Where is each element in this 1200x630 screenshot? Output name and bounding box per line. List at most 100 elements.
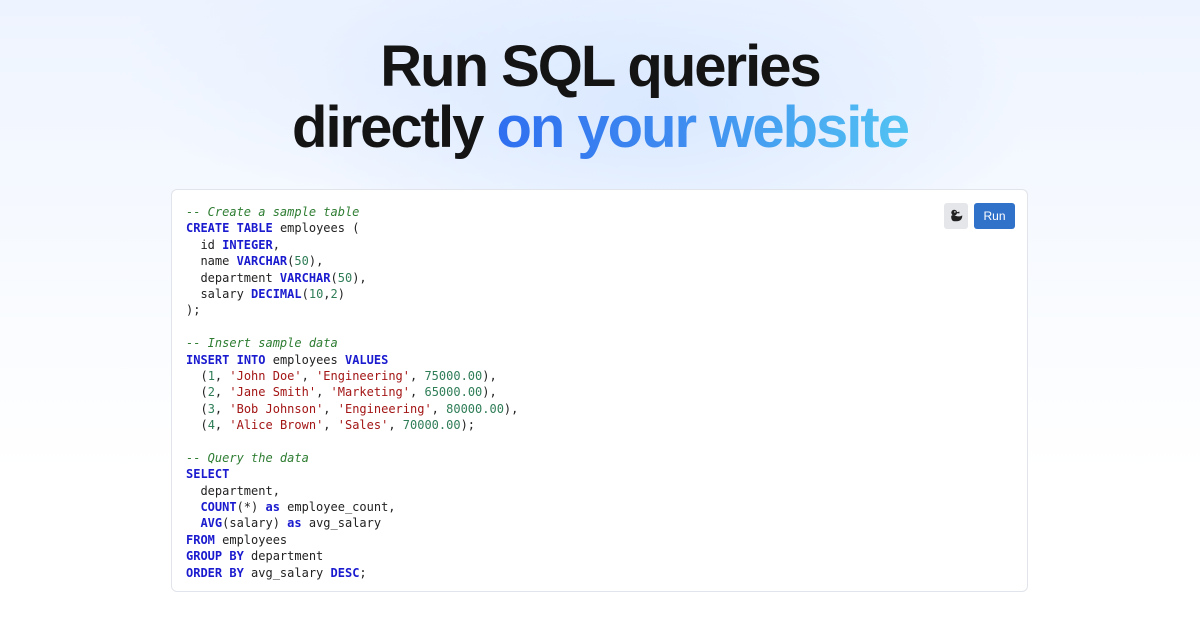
sql-number: 50 <box>294 254 309 269</box>
sql-number: 75000.00 <box>424 368 483 383</box>
sql-keyword: CREATE <box>186 221 230 236</box>
sql-number: 70000.00 <box>402 418 461 433</box>
headline-accent-text: on your website <box>496 95 910 160</box>
sql-text: ; <box>359 565 367 580</box>
sql-string: 'Bob Johnson' <box>229 401 324 416</box>
code-line: ORDER BY avg_salary DESC; <box>186 565 518 581</box>
sql-keyword: INTEGER <box>222 237 273 252</box>
sql-number: 80000.00 <box>446 401 504 416</box>
sql-string: 'John Doe' <box>229 368 302 383</box>
sql-text: employees <box>265 352 345 367</box>
code-line: CREATE TABLE employees ( <box>186 220 518 236</box>
sql-keyword: as <box>265 500 280 515</box>
sql-number: 50 <box>337 270 353 285</box>
sql-comment: -- Insert sample data <box>186 336 338 351</box>
sql-comment: -- Query the data <box>186 450 309 465</box>
sql-text: ( <box>330 270 338 285</box>
code-line: name VARCHAR(50), <box>186 253 518 269</box>
code-line: SELECT <box>186 466 518 482</box>
sql-text <box>229 353 236 367</box>
code-line: department, <box>186 483 518 499</box>
sql-text: , <box>214 401 230 416</box>
code-line: (1, 'John Doe', 'Engineering', 75000.00)… <box>186 368 518 384</box>
page-headline: Run SQL queries directly on your website <box>0 36 1200 158</box>
code-line: -- Create a sample table <box>186 204 518 220</box>
sql-number: 65000.00 <box>424 385 483 400</box>
sql-text: , <box>323 401 338 416</box>
sql-text: (salary) <box>222 516 288 531</box>
code-line: AVG(salary) as avg_salary <box>186 515 518 531</box>
sql-keyword: COUNT <box>200 500 237 515</box>
code-line: GROUP BY department <box>186 548 518 564</box>
code-line: department VARCHAR(50), <box>186 270 518 286</box>
sql-number: 4 <box>207 418 215 433</box>
code-line: (3, 'Bob Johnson', 'Engineering', 80000.… <box>186 401 518 417</box>
sql-text: , <box>388 418 403 433</box>
sql-text: ), <box>482 385 497 400</box>
code-line: COUNT(*) as employee_count, <box>186 499 518 515</box>
sql-keyword: TABLE <box>236 221 273 236</box>
sql-text: ( <box>186 418 208 433</box>
sql-text: ), <box>503 401 519 416</box>
code-line: (2, 'Jane Smith', 'Marketing', 65000.00)… <box>186 384 518 400</box>
sql-keyword: GROUP <box>186 549 223 564</box>
sql-text: , <box>214 368 230 383</box>
sql-text: (*) <box>236 500 266 515</box>
sql-string: 'Alice Brown' <box>229 418 324 433</box>
duckdb-button[interactable] <box>944 203 968 229</box>
sql-text: employee_count, <box>279 500 396 515</box>
duck-icon <box>951 209 963 222</box>
code-line <box>186 319 518 335</box>
sql-text <box>186 516 200 530</box>
sql-keyword: FROM <box>186 532 215 547</box>
code-line: id INTEGER, <box>186 237 518 253</box>
code-line: -- Query the data <box>186 450 518 466</box>
sql-keyword: ORDER <box>186 565 223 580</box>
editor-toolbar: Run <box>944 203 1015 229</box>
code-line: -- Insert sample data <box>186 335 518 351</box>
run-button[interactable]: Run <box>974 203 1015 229</box>
sql-number: 2 <box>330 286 338 301</box>
sql-text: avg_salary <box>243 565 331 580</box>
sql-text: , <box>316 385 331 400</box>
sql-text: ); <box>186 303 201 318</box>
sql-keyword: VALUES <box>344 352 389 367</box>
sql-text: , <box>301 368 317 383</box>
sql-text <box>186 500 200 514</box>
headline-line-1: Run SQL queries <box>380 34 821 99</box>
sql-text: ( <box>186 401 208 416</box>
sql-keyword: DESC <box>330 565 360 580</box>
sql-comment: -- Create a sample table <box>186 205 360 219</box>
sql-text: , <box>431 401 447 416</box>
sql-string: 'Engineering' <box>316 368 410 383</box>
sql-text: id <box>186 237 223 252</box>
sql-text: , <box>323 418 338 433</box>
headline-line-2: directly on your website <box>0 97 1200 158</box>
sql-text: name <box>186 254 237 269</box>
sql-keyword: AVG <box>200 516 223 531</box>
sql-text: ( <box>301 286 309 301</box>
sql-string: 'Marketing' <box>330 385 411 400</box>
code-line: ); <box>186 302 518 318</box>
sql-keyword: INTO <box>236 352 266 367</box>
code-line: salary DECIMAL(10,2) <box>186 286 518 302</box>
sql-text: employees <box>214 532 288 547</box>
sql-keyword: INSERT <box>186 352 230 367</box>
sql-keyword: BY <box>229 565 244 580</box>
sql-number: 3 <box>207 401 215 416</box>
sql-number: 10 <box>308 286 324 301</box>
sql-keyword: VARCHAR <box>279 270 331 285</box>
sql-text: ( <box>186 385 208 400</box>
sql-text: ), <box>482 368 497 383</box>
sql-string: 'Jane Smith' <box>229 385 317 400</box>
sql-keyword: VARCHAR <box>236 254 288 269</box>
sql-keyword: as <box>287 516 302 531</box>
sql-text: ( <box>287 254 295 269</box>
sql-text: ( <box>186 368 208 383</box>
sql-text: department <box>243 549 324 564</box>
sql-keyword: SELECT <box>186 467 230 482</box>
sql-keyword: BY <box>229 549 244 564</box>
code-line <box>186 433 518 449</box>
